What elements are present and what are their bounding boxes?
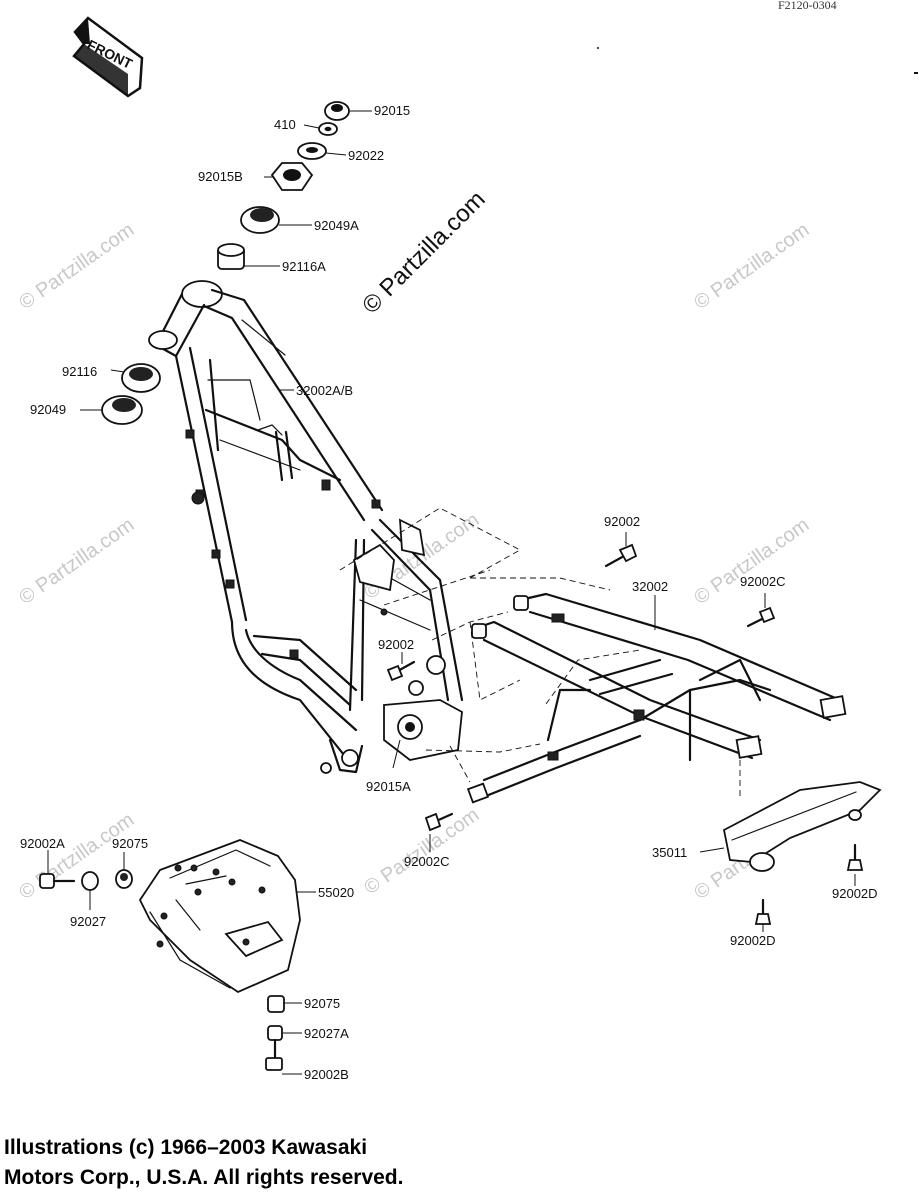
part-label-92002B: 92002B bbox=[304, 1067, 349, 1082]
part-label-92075-top: 92075 bbox=[112, 836, 148, 851]
part-label-32002A-B: 32002A/B bbox=[296, 383, 353, 398]
part-label-92015A: 92015A bbox=[366, 779, 411, 794]
part-label-92049: 92049 bbox=[30, 402, 66, 417]
part-label-92015B: 92015B bbox=[198, 169, 243, 184]
front-arrow-icon: FRONT bbox=[72, 16, 144, 98]
part-label-92002C-bot: 92002C bbox=[404, 854, 450, 869]
chain-guard bbox=[722, 781, 882, 925]
part-label-92002D-a: 92002D bbox=[832, 886, 878, 901]
rear-subframe bbox=[466, 592, 847, 804]
watermark: © Partzilla.com bbox=[15, 219, 138, 314]
part-label-410: 410 bbox=[274, 117, 296, 132]
watermark: © Partzilla.com bbox=[690, 514, 813, 609]
part-label-92002A: 92002A bbox=[20, 836, 65, 851]
part-label-92022: 92022 bbox=[348, 148, 384, 163]
watermark: © Partzilla.com bbox=[690, 219, 813, 314]
part-label-35011: 35011 bbox=[652, 845, 687, 860]
part-label-92002-top: 92002 bbox=[604, 514, 640, 529]
leader-lines bbox=[47, 110, 856, 1075]
part-labels: 92015 410 92022 92015B 92049A 92116A 921… bbox=[20, 103, 878, 1082]
stray-mark bbox=[914, 72, 918, 74]
part-label-92116A: 92116A bbox=[282, 259, 326, 274]
watermark: © Partzilla.com bbox=[360, 804, 483, 899]
copyright-notice: Illustrations (c) 1966–2003 Kawasaki Mot… bbox=[4, 1133, 403, 1193]
part-label-92027: 92027 bbox=[70, 914, 106, 929]
bolts bbox=[386, 543, 776, 832]
skid-plate bbox=[39, 839, 301, 1071]
assembly-guides bbox=[339, 507, 741, 800]
part-label-92002D-b: 92002D bbox=[730, 933, 776, 948]
part-label-92002C-top: 92002C bbox=[740, 574, 786, 589]
stray-mark bbox=[597, 47, 599, 49]
steering-stack bbox=[101, 101, 350, 425]
watermark-group: © Partzilla.com © Partzilla.com © Partzi… bbox=[15, 219, 813, 904]
part-label-92002-mid: 92002 bbox=[378, 637, 414, 652]
part-label-92075-bot: 92075 bbox=[304, 996, 340, 1011]
part-label-55020: 55020 bbox=[318, 885, 354, 900]
part-label-92027A: 92027A bbox=[304, 1026, 349, 1041]
figure-code: F2120-0304 bbox=[778, 0, 837, 12]
part-label-32002: 32002 bbox=[632, 579, 668, 594]
copyright-line-1: Illustrations (c) 1966–2003 Kawasaki bbox=[4, 1136, 368, 1159]
part-label-92049A: 92049A bbox=[314, 218, 359, 233]
watermark-main: © Partzilla.com bbox=[357, 186, 490, 319]
copyright-line-2: Motors Corp., U.S.A. All rights reserved… bbox=[4, 1166, 404, 1189]
part-label-92116: 92116 bbox=[62, 364, 97, 379]
part-label-92015: 92015 bbox=[374, 103, 410, 118]
main-frame bbox=[148, 280, 464, 774]
watermark: © Partzilla.com bbox=[15, 809, 138, 904]
watermark: © Partzilla.com bbox=[15, 514, 138, 609]
